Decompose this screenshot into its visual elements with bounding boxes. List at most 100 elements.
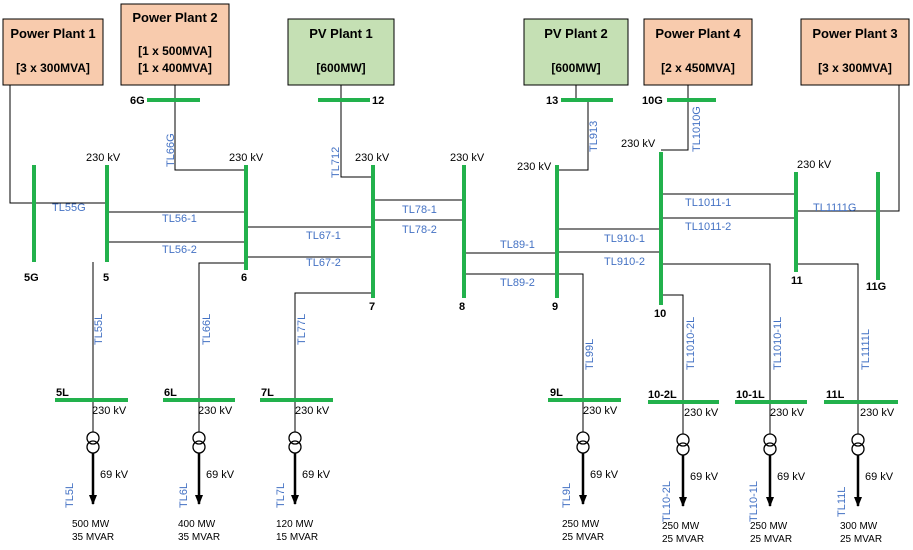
line-label: TL1010-2L xyxy=(685,317,697,370)
line-label: TL56-2 xyxy=(162,244,197,256)
line-label: TL67-2 xyxy=(306,257,341,269)
voltage-label: 230 kV xyxy=(583,405,618,417)
load-mvar: 25 MVAR xyxy=(750,534,792,545)
line-label: TL1011-2 xyxy=(685,221,731,233)
line-label: TL1111G xyxy=(813,202,856,214)
bus-label: 6G xyxy=(130,95,145,107)
voltage-label: 230 kV xyxy=(86,152,121,164)
busbars xyxy=(32,98,898,404)
bus-label: 5G xyxy=(24,272,39,284)
line-label: TL1111L xyxy=(860,329,872,370)
transformer-icon xyxy=(676,433,690,456)
voltage-label: 69 kV xyxy=(777,471,806,483)
plant-capacity: [2 x 450MVA] xyxy=(661,61,735,75)
plant-pv-plant-1: PV Plant 1 [600MW] xyxy=(287,18,395,86)
voltage-label: 230 kV xyxy=(860,407,895,419)
transformer-icon xyxy=(763,433,777,456)
transformer-icon xyxy=(851,433,865,456)
bus-label: 8 xyxy=(459,301,465,313)
load-label: TL10-1L xyxy=(748,481,760,522)
line-label: TL66L xyxy=(201,314,213,345)
line-pp3-11g xyxy=(878,85,900,212)
connection-lines xyxy=(9,85,900,434)
plant-pv-plant-2: PV Plant 2 [600MW] xyxy=(523,18,629,86)
plant-capacity: [1 x 500MVA] xyxy=(138,44,212,58)
line-label: TL89-1 xyxy=(500,239,535,251)
load-mw: 250 MW xyxy=(662,521,700,532)
line-10-101l xyxy=(661,263,771,402)
line-10g-10 xyxy=(661,100,689,151)
line-6-6l xyxy=(198,262,246,400)
transformer-icon xyxy=(192,431,206,454)
line-label: TL1011-1 xyxy=(685,197,731,209)
line-label: TL89-2 xyxy=(500,277,535,289)
plant-capacity: [600MW] xyxy=(316,61,365,75)
line-label: TL913 xyxy=(588,121,600,152)
load-mw: 400 MW xyxy=(178,519,216,530)
load-label: TL5L xyxy=(64,483,76,508)
load-mw: 250 MW xyxy=(750,521,788,532)
bus-label: 9L xyxy=(550,387,563,399)
bus-label: 10-1L xyxy=(736,389,765,401)
line-7-7l xyxy=(294,292,373,400)
load-label: TL7L xyxy=(275,483,287,508)
line-label: TL78-2 xyxy=(402,224,437,236)
voltage-label: 230 kV xyxy=(621,138,656,150)
load-label: TL10-2L xyxy=(661,481,673,522)
load-mvar: 35 MVAR xyxy=(72,532,114,543)
bus-label: 7L xyxy=(261,387,274,399)
bus-label: 5L xyxy=(56,387,69,399)
voltage-label: 230 kV xyxy=(198,405,233,417)
transformer-icon xyxy=(576,431,590,454)
voltage-label: 230 kV xyxy=(92,405,127,417)
line-label: TL55L xyxy=(93,314,105,345)
transformers-and-loads xyxy=(86,431,865,507)
plant-power-plant-4: Power Plant 4 [2 x 450MVA] xyxy=(643,18,753,86)
plant-name: PV Plant 2 xyxy=(544,26,608,41)
load-mw: 300 MW xyxy=(840,521,878,532)
plant-name: Power Plant 1 xyxy=(10,26,95,41)
line-12-7 xyxy=(340,100,373,178)
line-label: TL712 xyxy=(330,147,342,178)
plant-name: Power Plant 3 xyxy=(812,26,897,41)
plant-name: Power Plant 2 xyxy=(132,10,217,25)
plant-capacity: [3 x 300MVA] xyxy=(818,61,892,75)
load-mvar: 15 MVAR xyxy=(276,532,318,543)
line-13-9 xyxy=(557,100,589,171)
load-label: TL6L xyxy=(178,483,190,508)
line-label: TL78-1 xyxy=(402,204,437,216)
bus-label: 6 xyxy=(241,272,247,284)
voltage-label: 230 kV xyxy=(684,407,719,419)
bus-label: 11G xyxy=(866,281,886,293)
plant-power-plant-1: Power Plant 1 [3 x 300MVA] xyxy=(2,18,104,86)
load-label: TL9L xyxy=(561,483,573,508)
plant-power-plant-2: Power Plant 2 [1 x 500MVA] [1 x 400MVA] xyxy=(120,3,230,86)
line-label: TL1010G xyxy=(691,106,703,152)
load-mw: 120 MW xyxy=(276,519,314,530)
load-mvar: 35 MVAR xyxy=(178,532,220,543)
load-mw: 500 MW xyxy=(72,519,110,530)
line-10-102l xyxy=(661,294,684,402)
voltage-label: 230 kV xyxy=(450,152,485,164)
line-label: TL910-2 xyxy=(604,256,645,268)
bus-labels: 5G 6G 12 13 10G 11G 5 6 7 8 9 10 11 5L 6… xyxy=(24,95,886,401)
voltage-label: 230 kV xyxy=(770,407,805,419)
load-mvar: 25 MVAR xyxy=(662,534,704,545)
line-6g-6 xyxy=(174,100,246,171)
bus-label: 10G xyxy=(642,95,663,107)
line-9-9l xyxy=(557,273,584,400)
bus-label: 7 xyxy=(369,301,375,313)
bus-label: 13 xyxy=(546,95,558,107)
line-label: TL55G xyxy=(52,202,86,214)
voltage-label: 230 kV xyxy=(295,405,330,417)
line-label: TL1010-1L xyxy=(772,317,784,370)
bus-label: 10-2L xyxy=(648,389,677,401)
plant-capacity: [3 x 300MVA] xyxy=(16,61,90,75)
load-label: TL11L xyxy=(836,487,848,517)
plant-name: Power Plant 4 xyxy=(655,26,741,41)
voltage-labels: 230 kV 230 kV 230 kV 230 kV 230 kV 230 k… xyxy=(86,138,895,483)
voltage-label: 69 kV xyxy=(302,469,331,481)
line-11-11l xyxy=(796,263,859,402)
line-label: TL99L xyxy=(584,339,596,370)
voltage-label: 230 kV xyxy=(797,159,832,171)
